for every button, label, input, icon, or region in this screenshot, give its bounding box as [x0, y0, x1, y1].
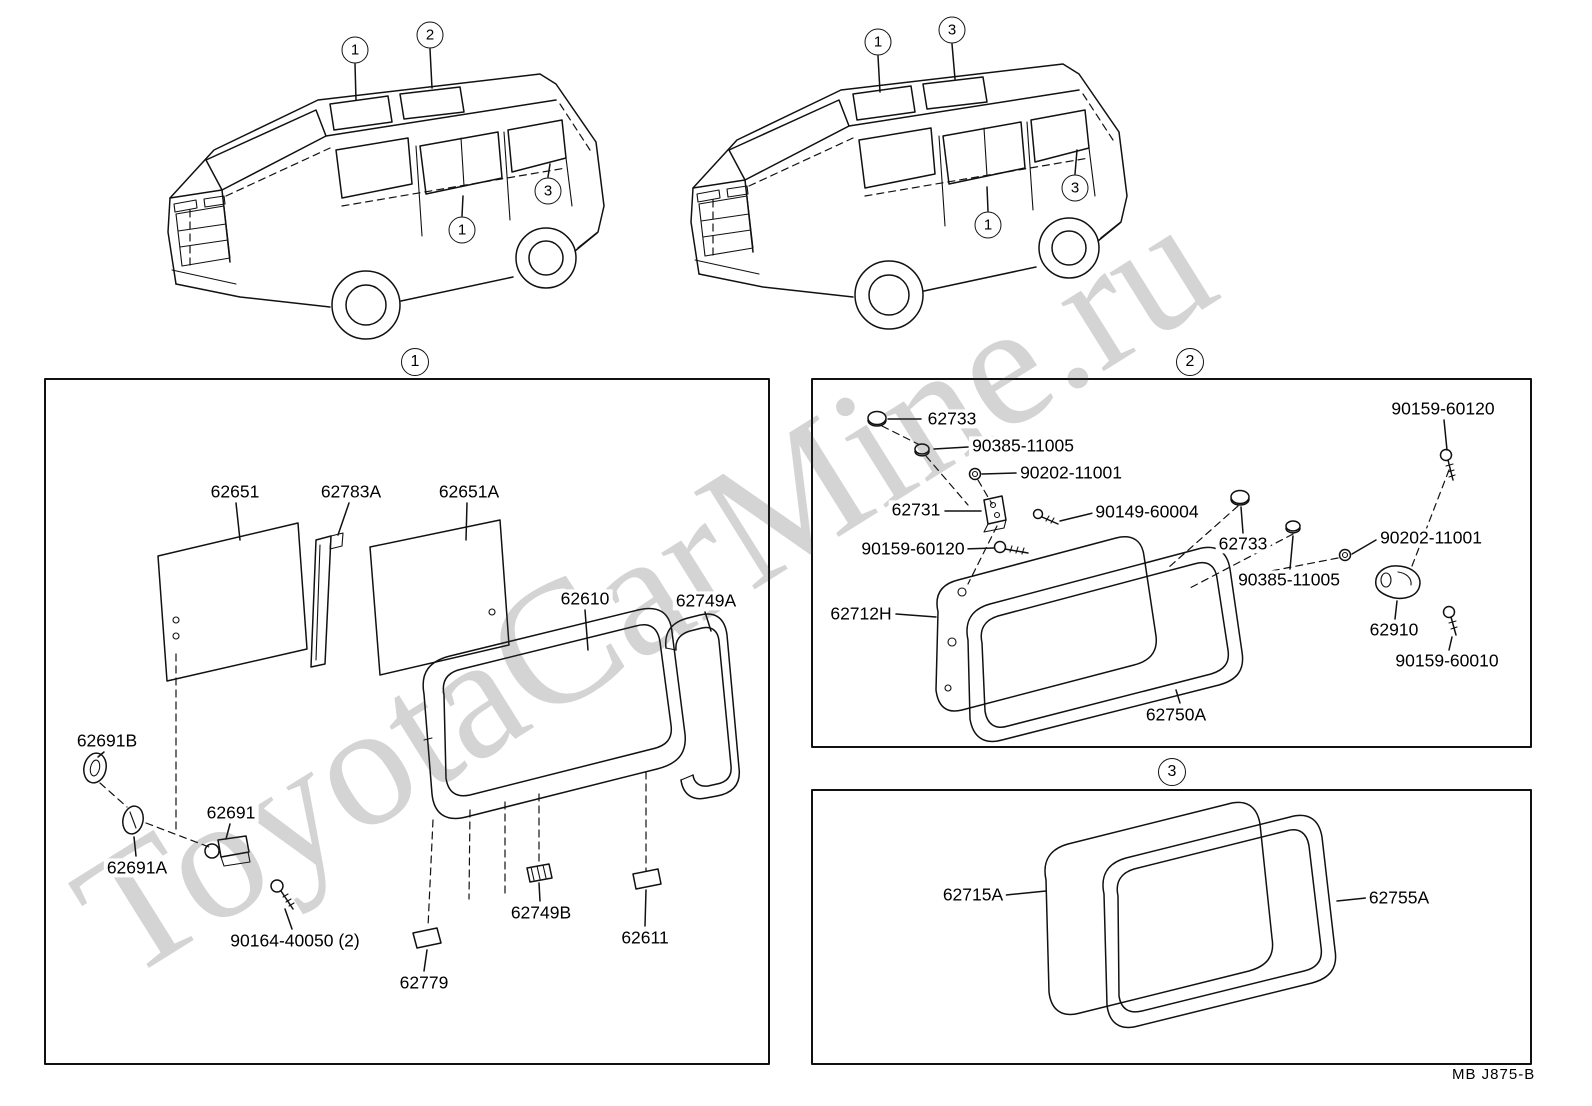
- part-label-90159-60120-1: 90159-60120: [858, 539, 968, 559]
- nut-62733-icon: [867, 410, 887, 427]
- screw-90159-60120-icon-top: [1439, 448, 1456, 481]
- section-1-dashed-lines: [99, 653, 647, 928]
- glass-62712H-drawing: [935, 536, 1158, 712]
- section-1-box: [44, 378, 770, 1065]
- washer-90202-11001-icon: [968, 467, 982, 481]
- part-label-62733-2: 62733: [1215, 534, 1271, 554]
- part-label-62691A: 62691A: [103, 858, 171, 878]
- pin-90149-60004-icon: [1032, 508, 1059, 525]
- part-label-90385-11005-1: 90385-11005: [969, 436, 1077, 456]
- nut-90385-11005-icon-2: [1285, 520, 1301, 534]
- glass-62715A-drawing: [1044, 801, 1274, 1016]
- van2-callout-window-1: 1: [864, 28, 892, 56]
- part-label-62691B: 62691B: [73, 731, 141, 751]
- screw-90159-60120-icon-left: [993, 540, 1029, 555]
- part-label-90159-60120-2: 90159-60120: [1388, 399, 1498, 419]
- part-label-62910: 62910: [1366, 620, 1422, 640]
- van-callout-lines: [354, 43, 1078, 217]
- section-3-badge: 3: [1158, 758, 1186, 786]
- section-1-drawing: [83, 502, 741, 972]
- section-1-leader-lines: [97, 502, 712, 972]
- part-label-62651A: 62651A: [435, 482, 503, 502]
- part-label-62783A: 62783A: [317, 482, 385, 502]
- part-label-62749A: 62749A: [672, 591, 740, 611]
- hinge-62731-drawing: [983, 495, 1007, 533]
- van-2-drawing: [690, 63, 1128, 330]
- glass-62651-drawing: [157, 522, 308, 682]
- section-2-drawing: [867, 410, 1458, 743]
- part-label-62779: 62779: [396, 973, 452, 993]
- van1-callout-window-2: 2: [416, 21, 444, 49]
- latch-62691-drawing: [204, 835, 251, 867]
- van2-callout-window-3b: 3: [1061, 174, 1089, 202]
- weatherstrip-62749A-drawing: [664, 613, 741, 800]
- van-drawing: [167, 73, 605, 340]
- grommet-62691A-drawing: [122, 805, 144, 835]
- van1-callout-window-1b: 1: [448, 216, 476, 244]
- van2-callout-window-1b: 1: [974, 211, 1002, 239]
- part-label-62610: 62610: [557, 589, 613, 609]
- part-label-62749B: 62749B: [507, 903, 575, 923]
- part-label-90202-11001-1: 90202-11001: [1017, 463, 1125, 483]
- part-label-62750A: 62750A: [1142, 705, 1210, 725]
- section-2-badge: 2: [1176, 348, 1204, 376]
- clip-62749B-drawing: [526, 863, 553, 883]
- glass-62651A-drawing: [369, 519, 510, 676]
- latch-62910-drawing: [1375, 565, 1421, 600]
- screw-90159-60010-icon: [1442, 605, 1458, 636]
- part-label-90159-60010: 90159-60010: [1392, 651, 1502, 671]
- section-3-leader-lines: [1005, 890, 1367, 902]
- part-label-62712H: 62712H: [827, 604, 895, 624]
- section-3-box: [811, 789, 1532, 1065]
- van1-callout-window-1: 1: [341, 36, 369, 64]
- frame-62610-drawing: [422, 607, 686, 820]
- van1-callout-window-3: 3: [534, 177, 562, 205]
- part-label-90149-60004: 90149-60004: [1092, 502, 1202, 522]
- part-label-90385-11005-2: 90385-11005: [1235, 570, 1343, 590]
- section-2-box: [811, 378, 1532, 748]
- screw-90164-40050-icon: [270, 879, 295, 910]
- van2-callout-window-3: 3: [938, 16, 966, 44]
- part-label-62733-1: 62733: [924, 409, 980, 429]
- section-2-leader-lines: [887, 418, 1453, 704]
- clip-62779-drawing: [412, 927, 442, 949]
- part-label-90164-40050: 90164-40050 (2): [227, 931, 363, 951]
- clip-62611-drawing: [632, 868, 662, 890]
- section-1-badge: 1: [401, 348, 429, 376]
- part-label-62715A: 62715A: [939, 885, 1007, 905]
- part-label-62691: 62691: [203, 803, 259, 823]
- nut-90385-11005-icon: [914, 443, 930, 457]
- nut-62733-icon-2: [1230, 489, 1250, 506]
- part-label-62651: 62651: [207, 482, 263, 502]
- part-label-62731: 62731: [888, 500, 944, 520]
- part-label-90202-11001-2: 90202-11001: [1377, 528, 1485, 548]
- part-label-62611: 62611: [618, 928, 672, 948]
- page-code: MB J875-B: [1452, 1066, 1536, 1083]
- grommet-62691B-drawing: [83, 752, 107, 784]
- section-3-drawing: [1005, 801, 1367, 1029]
- part-label-62755A: 62755A: [1365, 888, 1433, 908]
- division-bar-62783A-drawing: [310, 532, 344, 668]
- washer-90202-11001-icon-2: [1338, 548, 1352, 562]
- weatherstrip-62755A-drawing: [1102, 814, 1337, 1029]
- weatherstrip-62750A-drawing: [966, 546, 1244, 743]
